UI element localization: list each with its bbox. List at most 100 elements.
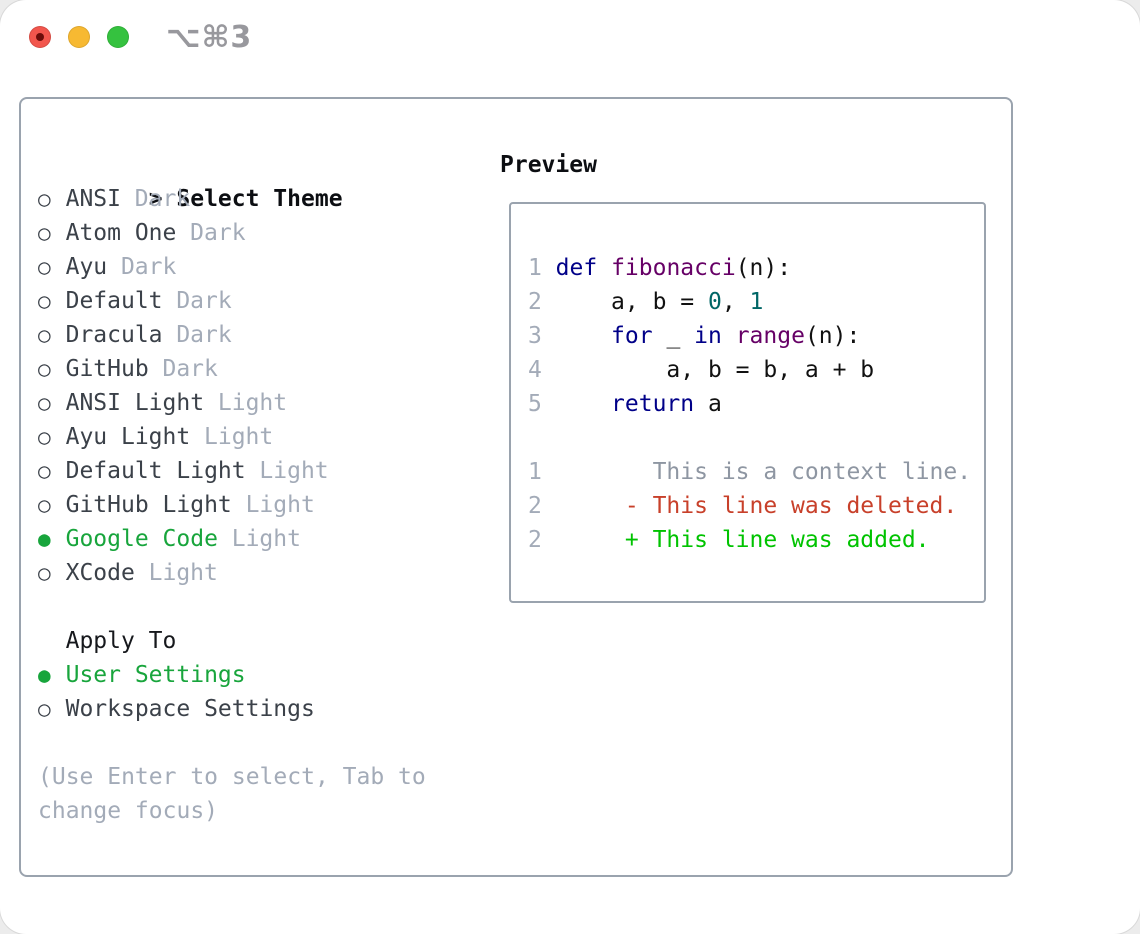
theme-variant-badge: Light xyxy=(231,526,301,552)
radio-unselected-icon: ○ xyxy=(38,289,51,313)
code-segment-plain: (n): xyxy=(804,323,861,349)
theme-option-xcode[interactable]: ○ XCode Light xyxy=(38,556,426,590)
radio-unselected-icon: ○ xyxy=(38,493,51,517)
apply-option-label: User Settings xyxy=(65,662,246,688)
line-number: 2 xyxy=(528,493,542,519)
theme-variant-badge: Dark xyxy=(176,322,232,348)
theme-name-label: Dracula xyxy=(65,322,163,348)
code-segment-context: This is a context line. xyxy=(555,459,972,485)
theme-name-label: GitHub Light xyxy=(65,492,232,518)
select-theme-title: Select Theme xyxy=(176,186,343,212)
minimize-button[interactable] xyxy=(68,26,90,48)
preview-line: 2 + This line was added. xyxy=(528,523,971,557)
radio-unselected-icon: ○ xyxy=(38,255,51,279)
radio-unselected-icon: ○ xyxy=(38,391,51,415)
theme-name-label: ANSI Light xyxy=(65,390,205,416)
code-segment-plain xyxy=(597,255,611,281)
theme-variant-badge: Dark xyxy=(190,220,246,246)
theme-name-label: Ayu Light xyxy=(65,424,191,450)
preview-line: 2 a, b = 0, 1 xyxy=(528,285,971,319)
record-dot-icon xyxy=(36,33,44,41)
radio-unselected-icon: ○ xyxy=(38,187,51,211)
theme-option-ansi-light[interactable]: ○ ANSI Light Light xyxy=(38,386,426,420)
radio-selected-icon: ● xyxy=(38,663,51,687)
code-segment-function: fibonacci xyxy=(611,255,736,281)
theme-name-label: Google Code xyxy=(65,526,218,552)
radio-unselected-icon: ○ xyxy=(38,323,51,347)
code-segment-plain xyxy=(722,323,736,349)
theme-variant-badge: Dark xyxy=(176,288,232,314)
radio-unselected-icon: ○ xyxy=(38,697,51,721)
line-number: 2 xyxy=(528,527,542,553)
theme-name-label: GitHub xyxy=(65,356,149,382)
theme-variant-badge: Light xyxy=(148,560,218,586)
window-title: ⌥⌘3 xyxy=(166,20,253,55)
apply-option-workspace-settings[interactable]: ○ Workspace Settings xyxy=(38,692,426,726)
code-segment-keyword: for xyxy=(611,323,653,349)
theme-option-github-light[interactable]: ○ GitHub Light Light xyxy=(38,488,426,522)
theme-option-default[interactable]: ○ Default Dark xyxy=(38,284,426,318)
theme-variant-badge: Light xyxy=(217,390,288,416)
theme-name-label: XCode xyxy=(65,560,135,586)
line-number: 3 xyxy=(528,323,542,349)
theme-name-label: ANSI xyxy=(65,186,121,212)
code-segment-added: + This line was added. xyxy=(555,527,930,553)
keyboard-hint-line: (Use Enter to select, Tab to xyxy=(38,764,426,790)
theme-variant-badge: Light xyxy=(259,458,329,484)
code-segment-deleted: - This line was deleted. xyxy=(555,493,958,519)
theme-option-ansi[interactable]: ○ ANSI Dark xyxy=(38,182,426,216)
radio-unselected-icon: ○ xyxy=(38,221,51,245)
code-segment-plain xyxy=(556,323,611,349)
line-number: 2 xyxy=(528,289,542,315)
code-segment-plain xyxy=(556,391,611,417)
theme-name-label: Default xyxy=(65,288,163,314)
focus-caret-icon: > xyxy=(148,186,163,212)
preview-line xyxy=(528,421,971,455)
theme-option-default-light[interactable]: ○ Default Light Light xyxy=(38,454,426,488)
close-button[interactable] xyxy=(29,26,51,48)
line-number: 1 xyxy=(528,459,542,485)
theme-variant-badge: Dark xyxy=(120,254,177,280)
theme-option-atom-one[interactable]: ○ Atom One Dark xyxy=(38,216,426,250)
theme-option-dracula[interactable]: ○ Dracula Dark xyxy=(38,318,426,352)
apply-option-label: Workspace Settings xyxy=(65,696,315,722)
theme-variant-badge: Dark xyxy=(134,186,191,212)
line-number: 4 xyxy=(528,357,542,383)
code-segment-plain: , xyxy=(721,289,750,315)
theme-variant-badge: Light xyxy=(204,424,274,450)
line-number: 5 xyxy=(528,391,542,417)
apply-to-header: Apply To xyxy=(65,628,177,654)
radio-unselected-icon: ○ xyxy=(38,561,51,585)
apply-option-user-settings[interactable]: ● User Settings xyxy=(38,658,426,692)
preview-line: 1 This is a context line. xyxy=(528,455,971,489)
preview-line: 3 for _ in range(n): xyxy=(528,319,971,353)
code-segment-number: 0 xyxy=(707,289,722,315)
code-segment-keyword: in xyxy=(694,323,722,349)
theme-option-ayu-light[interactable]: ○ Ayu Light Light xyxy=(38,420,426,454)
code-segment-plain: a xyxy=(694,391,722,417)
preview-line: 5 return a xyxy=(528,387,971,421)
preview-line: 1 def fibonacci(n): xyxy=(528,251,971,285)
radio-unselected-icon: ○ xyxy=(38,425,51,449)
code-segment-plain: (n): xyxy=(735,255,792,281)
preview-line: 4 a, b = b, a + b xyxy=(528,353,971,387)
select-theme-header: > Select Theme xyxy=(38,148,426,212)
zoom-button[interactable] xyxy=(107,26,129,48)
radio-unselected-icon: ○ xyxy=(38,459,51,483)
code-segment-function: range xyxy=(735,323,805,349)
theme-name-label: Default Light xyxy=(65,458,246,484)
theme-name-label: Atom One xyxy=(65,220,177,246)
radio-unselected-icon: ○ xyxy=(38,357,51,381)
theme-variant-badge: Light xyxy=(245,492,315,518)
spacer xyxy=(38,590,426,624)
preview-header: Preview xyxy=(500,152,597,178)
code-segment-keyword: def xyxy=(555,255,598,281)
